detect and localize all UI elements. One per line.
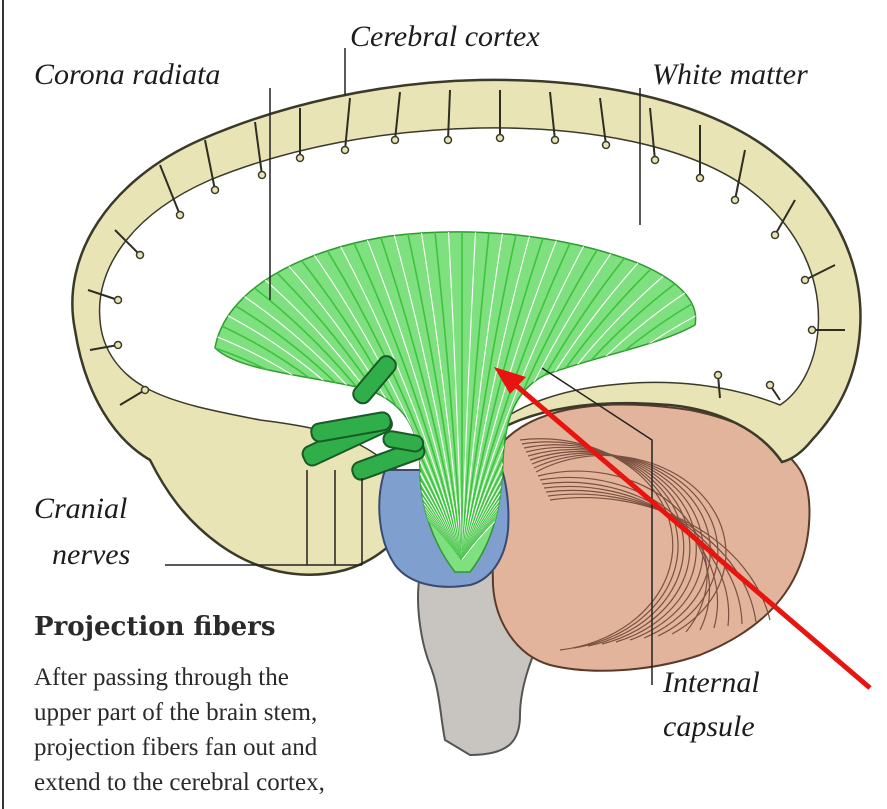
caption-line: projection fibers fan out and xyxy=(34,730,325,765)
caption-line: extend to the cerebral cortex, xyxy=(34,765,325,800)
sulcus-tip xyxy=(392,137,399,144)
sulcus-tip xyxy=(802,277,809,284)
caption-line: upper part of the brain stem, xyxy=(34,695,325,730)
sulcus-tip xyxy=(603,142,610,149)
sulcus-tip xyxy=(767,382,774,389)
label-white-matter: White matter xyxy=(652,60,808,90)
sulcus-tip xyxy=(697,175,704,182)
caption-title: Projection fibers xyxy=(34,612,276,642)
sulcus-tip xyxy=(772,232,779,239)
sulcus-tip xyxy=(552,137,559,144)
label-cerebral-cortex: Cerebral cortex xyxy=(350,22,540,52)
label-cranial-nerves-line2: nerves xyxy=(52,540,130,570)
caption-line: After passing through the xyxy=(34,660,325,695)
label-cranial-nerves-line1: Cranial xyxy=(34,494,127,524)
label-internal-capsule-line2: capsule xyxy=(663,712,755,742)
label-internal-capsule-line1: Internal xyxy=(663,668,760,698)
sulcus-tip xyxy=(715,372,722,379)
sulcus-tip xyxy=(342,147,349,154)
sulcus-tip xyxy=(809,327,816,334)
sulcus-tip xyxy=(177,212,184,219)
label-corona-radiata: Corona radiata xyxy=(34,60,220,90)
sulcus-tip xyxy=(297,155,304,162)
sulcus-tip xyxy=(497,135,504,142)
sulcus-tip xyxy=(652,157,659,164)
sulcus-tip xyxy=(142,387,149,394)
sulcus-tip xyxy=(137,252,144,259)
sulcus-tip xyxy=(115,342,122,349)
sulcus-tip xyxy=(732,197,739,204)
sulcus-tip xyxy=(259,172,266,179)
sulcus-tip xyxy=(212,187,219,194)
sulcus-tip xyxy=(115,297,122,304)
caption-body: After passing through the upper part of … xyxy=(34,660,325,800)
sulcus-tip xyxy=(445,137,452,144)
